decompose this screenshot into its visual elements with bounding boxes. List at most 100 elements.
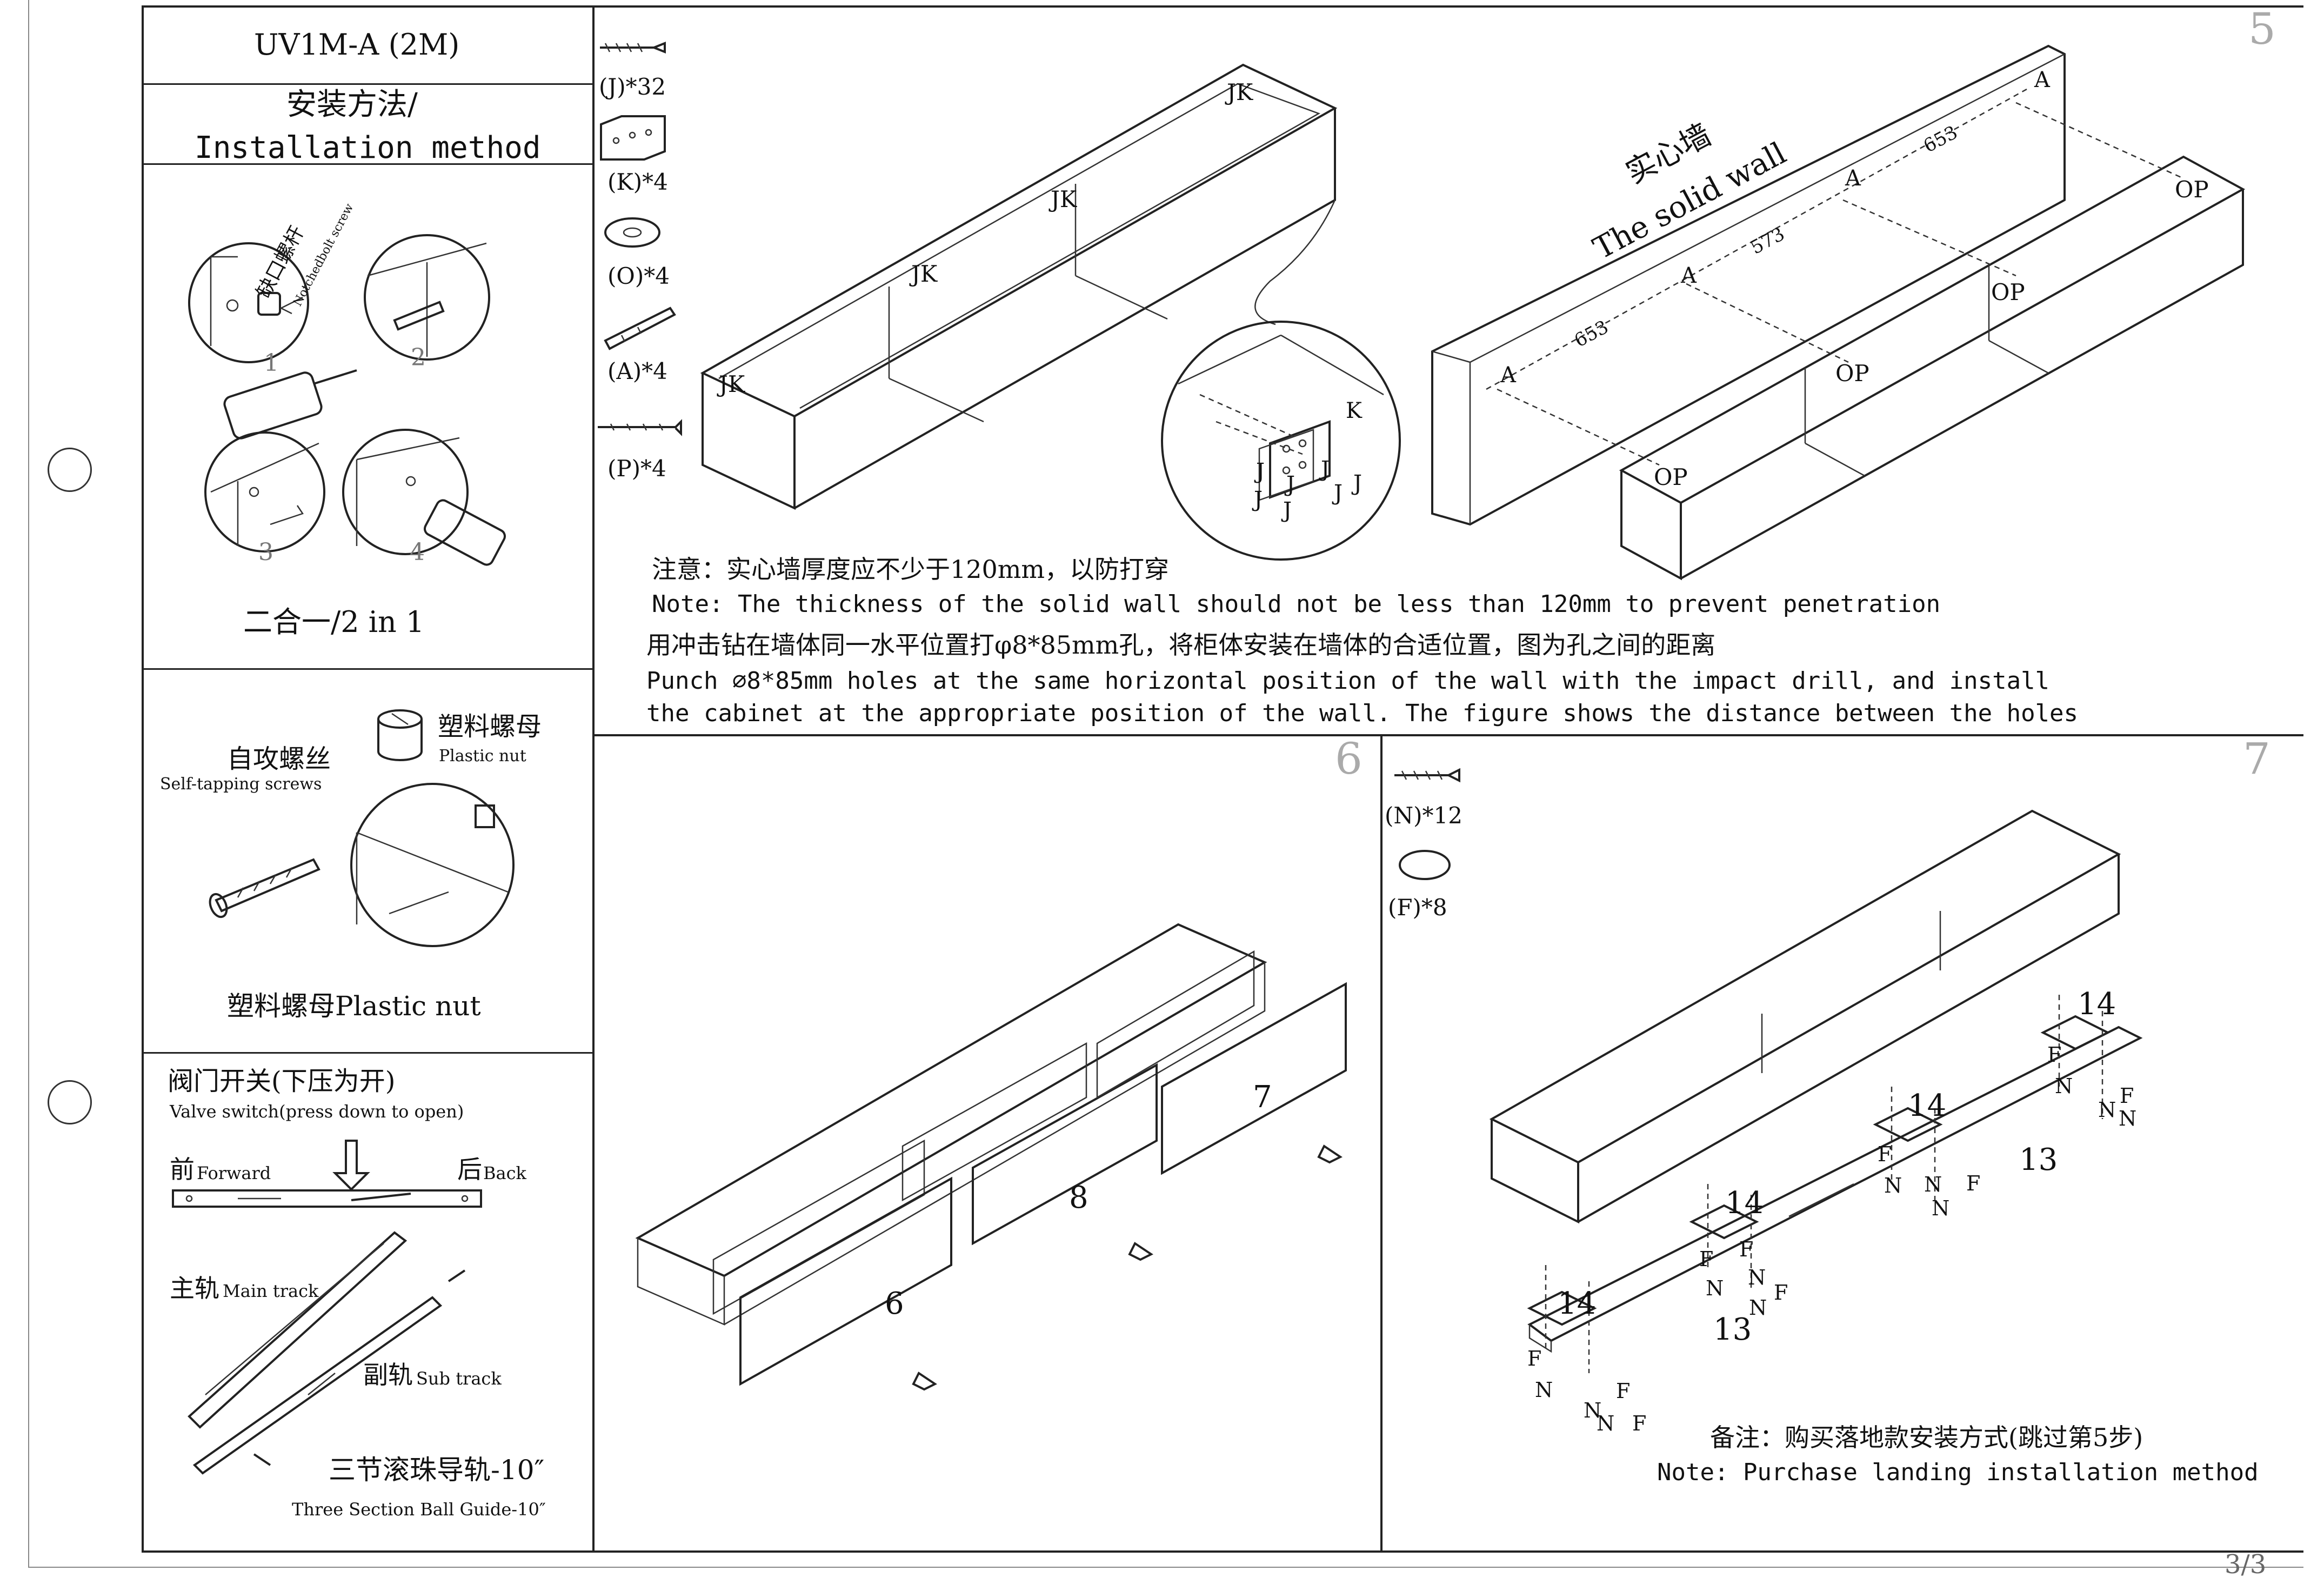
plastic-nut-illustration [209,709,515,947]
mount-label-op-3: OP [1835,360,1869,387]
screwdriver-drawing [223,369,357,440]
plastic-nut-caption: 塑料螺母Plastic nut [227,990,481,1022]
fn-label-16: N [2098,1098,2116,1122]
sub-track-label-cn: 副轨 [363,1360,413,1389]
part-number-14-b: 14 [1725,1186,1764,1221]
wall-anchor-icon [604,307,676,350]
self-tapping-label-cn: 自攻螺丝 [227,744,331,774]
down-arrow-icon [332,1140,370,1191]
step7-part-n: (N)*12 [1385,802,1462,829]
sheet-border-left [28,0,29,1568]
fn-label-10: F [1878,1142,1892,1166]
outer-frame-top [142,5,2303,8]
binder-hole-bottom [48,1080,92,1124]
washer-icon [604,217,660,248]
leg-14-1 [1527,1290,1597,1326]
step5-part-j: (J)*32 [599,74,666,100]
binder-hole-top [48,448,92,492]
corner-bracket-icon [600,115,666,161]
install-title-cn: 安装方法/ [286,87,418,122]
step-circle-3 [204,431,325,553]
sidebar-divider-4 [142,1052,593,1054]
cabinet-label-jk-3: JK [911,261,938,287]
install-title-en: Installation method [195,130,541,165]
leg-14-3 [1873,1107,1943,1142]
cabinet-label-jk-2: JK [1051,186,1077,212]
drawer-8 [901,1042,1158,1246]
step-circle-1 [188,242,309,363]
rail-illustration [172,1140,482,1475]
model-title: UV1M-A (2M) [254,28,460,62]
two-in-one-illustration [188,234,506,566]
step5-part-a: (A)*4 [607,358,667,384]
detail-label-j-7: J [1334,481,1343,505]
anchor-label-a-4: A [2034,68,2050,92]
main-track-drawing [188,1231,408,1429]
step7-cabinet-drawing [1489,809,2143,1373]
step5-part-p: (P)*4 [607,455,666,482]
page-number: 3/3 [2225,1549,2267,1580]
bracket-detail-circle [1161,321,1401,561]
step7-note-en: Note: Purchase landing installation meth… [1657,1459,2259,1486]
step5-cabinet-drawing [700,63,1338,510]
part-number-13-a: 13 [1713,1312,1752,1347]
main-vertical-divider [1380,734,1383,1552]
detail-label-j-6: J [1283,498,1292,523]
drawer-number-8: 8 [1069,1180,1088,1215]
mount-label-op-4: OP [1654,464,1688,490]
forward-label-en: Forward [197,1163,271,1183]
plastic-nut-label-cn: 塑料螺母 [438,711,542,742]
self-tapping-screw-icon [209,858,320,919]
drawer-7 [1096,950,1347,1175]
fn-label-5: F [1616,1379,1631,1403]
step5-part-k: (K)*4 [607,169,668,195]
step-number-1: 1 [264,349,279,377]
step5-note-en: Note: The thickness of the solid wall sh… [652,590,1941,618]
step5-part-o: (O)*4 [607,263,670,289]
plastic-nut-icon [377,709,423,761]
wall-cabinet [1619,155,2246,581]
fn-label-20: N [1924,1173,1942,1196]
sheet-border-bottom [28,1567,2303,1568]
step-number-2: 2 [411,344,426,371]
drawer-number-7: 7 [1253,1080,1272,1115]
anchor-label-a-2: A [1681,263,1697,288]
detail-label-j-1: J [1256,459,1265,484]
step5-instr-cn: 用冲击钻在墙体同一水平位置打φ8*85mm孔，将柜体安装在墙体的合适位置，图为孔… [646,630,1716,660]
long-screw-icon [598,419,682,436]
leg-14-4 [2040,1015,2111,1050]
push-arrow-icon [912,1372,937,1391]
fn-label-6: F [1699,1247,1714,1271]
fn-label-8: N [1749,1296,1767,1320]
foot-pad-icon [1399,850,1451,880]
nut-detail-circle [350,783,515,947]
leg-14-2 [1689,1204,1759,1240]
plastic-nut-label-en: Plastic nut [439,747,526,766]
detail-label-j-5: J [1254,487,1263,512]
detail-label-k: K [1346,398,1362,423]
fn-label-9: F [1774,1281,1788,1305]
step-circle-4 [342,429,506,566]
detail-label-j-2: J [1286,472,1295,497]
detail-label-j-3: J [1321,457,1330,482]
forward-label-cn: 前 [170,1155,195,1184]
fn-label-3: N [1584,1399,1602,1422]
push-arrow-icon [1317,1144,1343,1164]
fn-label-15: N [2055,1074,2073,1098]
sub-track-label-en: Sub track [416,1368,502,1389]
anchor-label-a-1: A [1500,363,1516,388]
base-frame-drawing [1527,1026,2143,1353]
step5-parts-icons [598,42,682,436]
sidebar-right-border [592,5,595,1552]
main-track-label-en: Main track [223,1281,319,1301]
step7-parts-icons [1394,768,1460,880]
back-label-cn: 后 [457,1155,482,1184]
mount-label-op-2: OP [1991,279,2025,305]
drawer-number-6: 6 [885,1286,904,1321]
part-number-13-b: 13 [2019,1142,2058,1177]
main-track-label-cn: 主轨 [170,1274,219,1303]
sidebar-divider-1 [142,83,593,85]
fn-label-7: N [1706,1276,1724,1300]
ball-guide-label-cn: 三节滚珠导轨-10″ [329,1454,545,1486]
main-horizontal-divider [592,734,2303,736]
